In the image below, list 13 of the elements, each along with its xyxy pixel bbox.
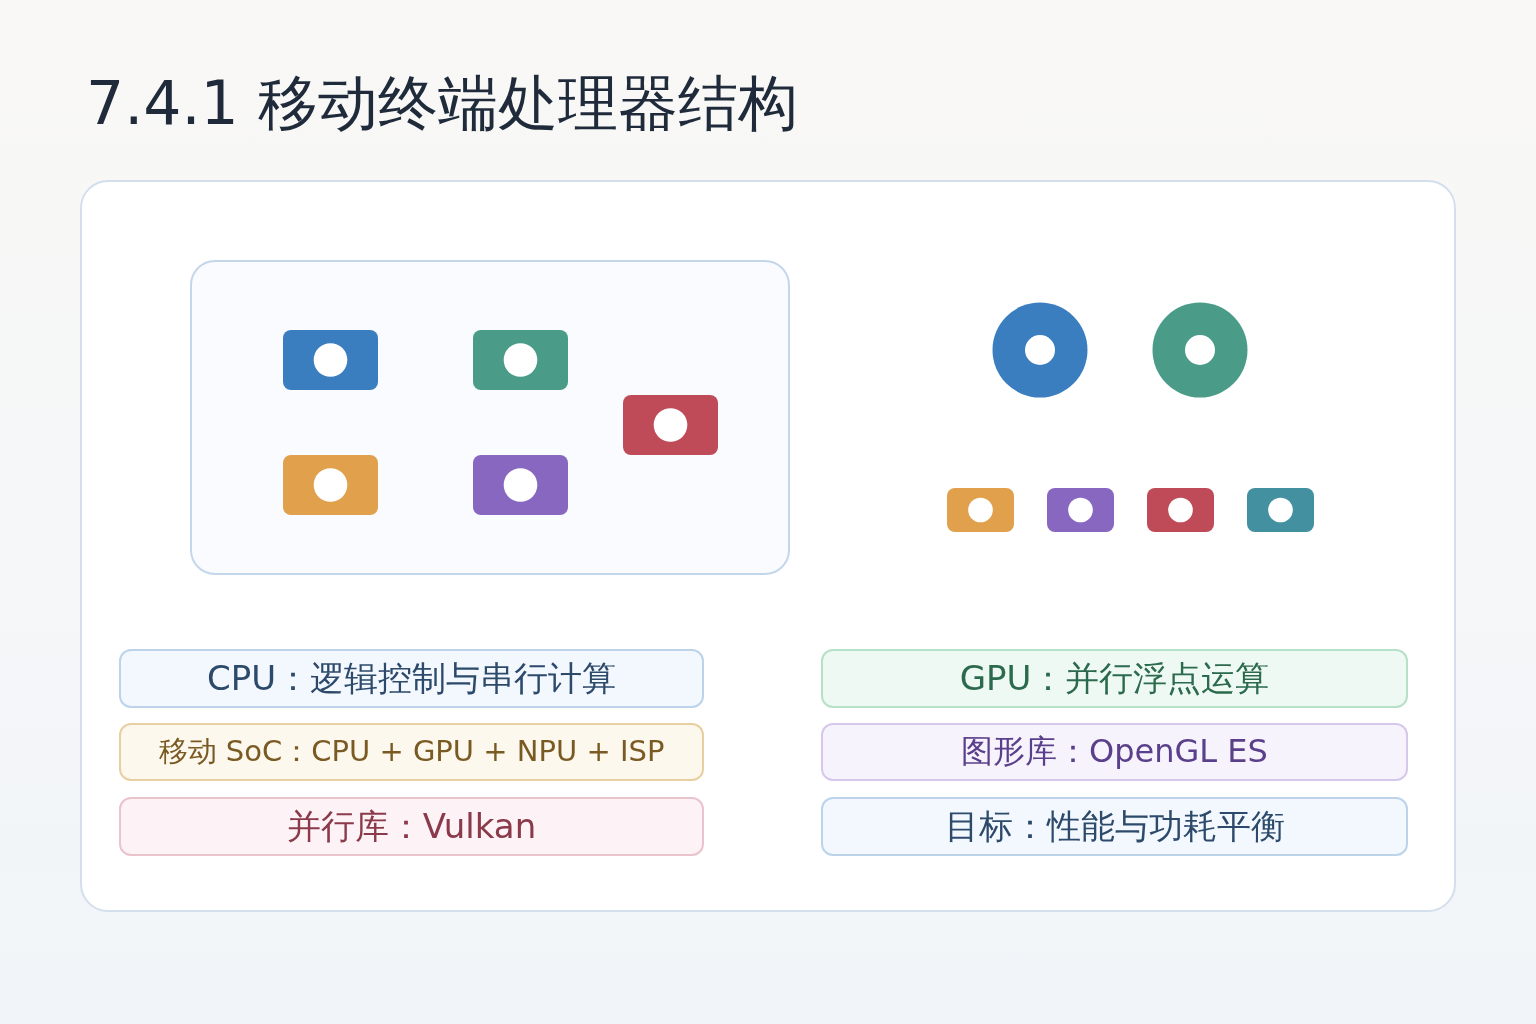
label-box — [119, 649, 704, 708]
label-box — [119, 723, 704, 781]
label-box — [821, 797, 1408, 856]
label-box — [821, 649, 1408, 708]
label-box — [821, 723, 1408, 781]
box-label: 图形库：OpenGL ES — [961, 731, 1268, 772]
box-label: CPU：逻辑控制与串行计算 — [206, 656, 617, 700]
label-box — [119, 797, 704, 856]
title: 7.4.1 移动终端处理器结构 — [86, 67, 798, 140]
box-label: GPU：并行浮点运算 — [959, 656, 1270, 700]
box-label: 并行库：Vulkan — [286, 804, 537, 848]
box-label: 移动 SoC：CPU + GPU + NPU + ISP — [158, 733, 665, 770]
box-label: 目标：性能与功耗平衡 — [944, 804, 1285, 848]
